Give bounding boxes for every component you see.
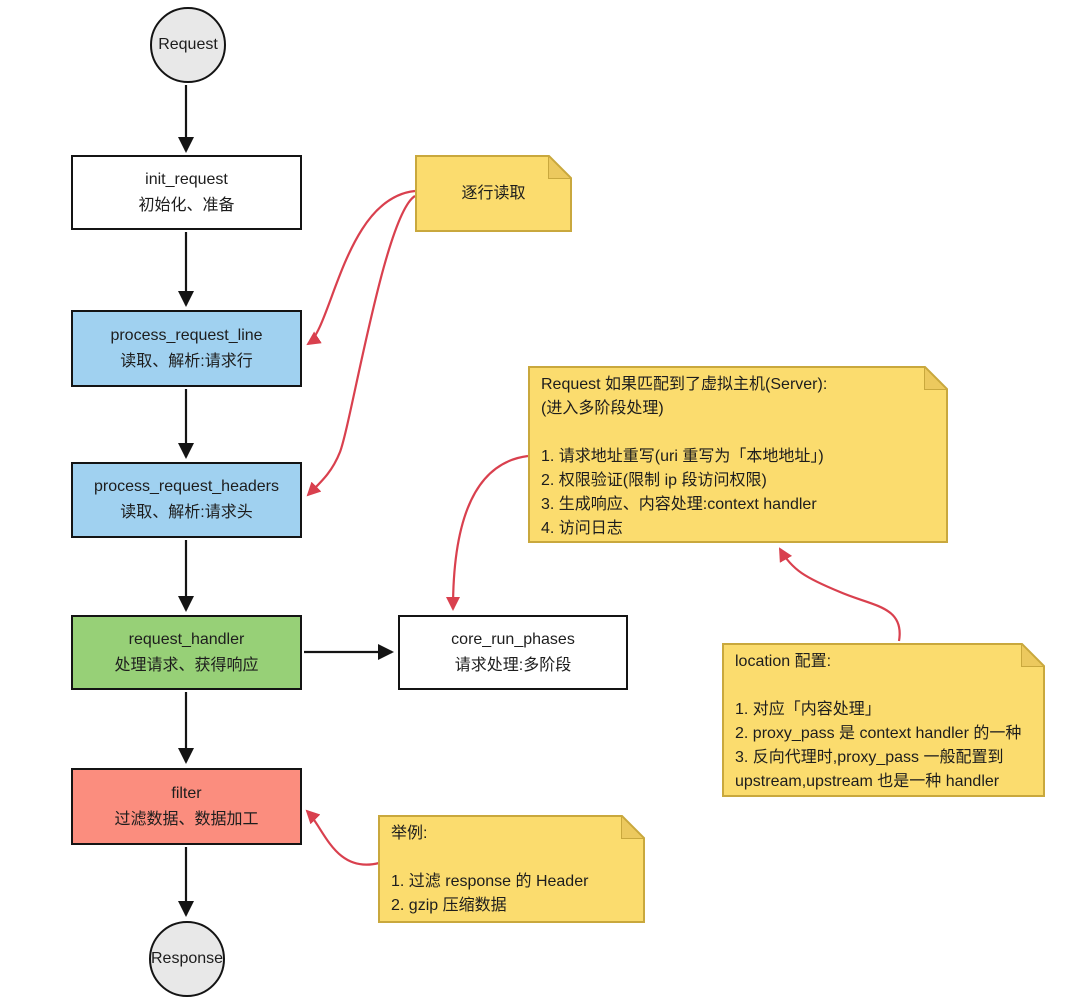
note-filter-examples: 举例: 1. 过滤 response 的 Header 2. gzip 压缩数据 (378, 815, 645, 923)
start-node-label: Request (158, 36, 218, 53)
node-title: request_handler (128, 630, 245, 648)
note-text: 举例: 1. 过滤 response 的 Header 2. gzip 压缩数据 (391, 825, 589, 914)
start-node-request: Request (150, 7, 226, 83)
node-filter: filter 过滤数据、数据加工 (71, 768, 302, 845)
node-subtitle: 读取、解析:请求头 (120, 504, 253, 521)
note-text: location 配置: 1. 对应「内容处理」 2. proxy_pass 是… (735, 653, 1022, 790)
note-read-by-line: 逐行读取 (415, 155, 572, 232)
node-request-handler: request_handler 处理请求、获得响应 (71, 615, 302, 690)
note-location-config: location 配置: 1. 对应「内容处理」 2. proxy_pass 是… (722, 643, 1045, 797)
node-title: filter (171, 784, 202, 802)
node-title: process_request_line (110, 326, 263, 344)
node-process-request-line: process_request_line 读取、解析:请求行 (71, 310, 302, 387)
node-subtitle: 读取、解析:请求行 (120, 352, 253, 370)
node-subtitle: 过滤数据、数据加工 (114, 810, 259, 828)
note-fold-corner-icon (621, 815, 645, 839)
node-core-run-phases: core_run_phases 请求处理:多阶段 (398, 615, 628, 690)
note-fold-corner-icon (548, 155, 572, 179)
node-subtitle: 初始化、准备 (138, 196, 235, 214)
note-virtual-host-phases: Request 如果匹配到了虚拟主机(Server): (进入多阶段处理) 1.… (528, 366, 948, 543)
node-subtitle: 请求处理:多阶段 (454, 656, 572, 674)
note-fold-corner-icon (924, 366, 948, 390)
end-node-response: Response (149, 921, 225, 997)
node-process-request-headers: process_request_headers 读取、解析:请求头 (71, 462, 302, 538)
note-text: 逐行读取 (461, 184, 526, 202)
end-node-label: Response (150, 950, 224, 967)
node-title: init_request (145, 170, 228, 188)
node-title: process_request_headers (93, 478, 279, 495)
node-title: core_run_phases (451, 630, 575, 648)
node-subtitle: 处理请求、获得响应 (114, 656, 259, 674)
node-init-request: init_request 初始化、准备 (71, 155, 302, 230)
note-text: Request 如果匹配到了虚拟主机(Server): (进入多阶段处理) 1.… (541, 376, 828, 537)
note-fold-corner-icon (1021, 643, 1045, 667)
